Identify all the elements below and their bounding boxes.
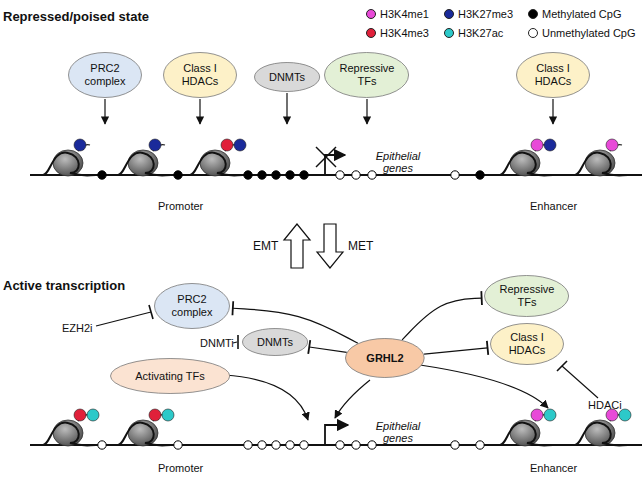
legend-text: H3K27ac (458, 27, 503, 39)
nucleosome (117, 139, 171, 176)
factor-oval: Class I HDACs (163, 52, 237, 98)
nucleosome (499, 139, 556, 176)
dna-strand (30, 409, 642, 449)
factor-oval: PRC2 complex (68, 52, 142, 98)
nucleosome (574, 139, 628, 176)
legend-swatch (528, 28, 538, 38)
nucleosome (189, 139, 246, 176)
text-label: EZH2i (62, 322, 93, 334)
inhibition-bar (480, 291, 482, 305)
node-text: Class I HDACs (175, 62, 225, 87)
legend-swatch (366, 9, 376, 19)
nucleosome (574, 409, 631, 446)
factor-oval: Activating TFs (110, 358, 230, 394)
legend-text: H3K4me3 (380, 27, 429, 39)
text-label: Promoter (158, 200, 203, 212)
factor-oval: Class I HDACs (516, 52, 590, 98)
legend-item: H3K27me3 (444, 8, 513, 20)
nucleosome (42, 409, 99, 446)
factor-oval: DNMTs (254, 62, 320, 92)
node-text: Repressive TFs (497, 283, 557, 308)
text-label: Enhancer (530, 200, 577, 212)
legend-text: H3K4me1 (380, 8, 429, 20)
legend-item: Unmethylated CpG (528, 27, 636, 39)
factor-oval: DNMTs (242, 328, 308, 356)
connector-line (309, 347, 346, 352)
inhibition-bar (308, 340, 310, 354)
legend-swatch (528, 9, 538, 19)
node-text: GRHL2 (357, 352, 413, 365)
text-label: EMT (253, 239, 278, 253)
text-label: DNMTi (200, 337, 234, 349)
node-text: Repressive TFs (337, 62, 397, 87)
text-label: Enhancer (530, 462, 577, 474)
emt-met-arrows (284, 224, 343, 268)
arrows (96, 93, 598, 445)
legend-swatch (444, 9, 454, 19)
section-heading: Active transcription (3, 278, 125, 293)
node-text: Class I HDACs (502, 331, 552, 356)
inhibition-connector (424, 341, 488, 355)
node-text: Activating TFs (127, 370, 213, 383)
section-heading: Repressed/poised state (3, 9, 149, 24)
factor-oval: Class I HDACs (490, 323, 564, 365)
dna-strand (30, 139, 642, 179)
text-label: Epithelial genes (372, 420, 424, 444)
text-label: Promoter (158, 462, 203, 474)
legend-swatch (444, 28, 454, 38)
legend-text: Unmethylated CpG (542, 27, 636, 39)
legend-item: H3K4me3 (366, 27, 429, 39)
connector-line (402, 298, 482, 340)
inhibition-connector (308, 340, 347, 354)
legend-text: Methylated CpG (542, 8, 621, 20)
node-text: PRC2 complex (167, 293, 217, 318)
node-text: DNMTs (264, 71, 310, 84)
factor-oval-main: GRHL2 (345, 338, 425, 378)
legend-item: H3K4me1 (366, 8, 429, 20)
legend-item: Methylated CpG (528, 8, 621, 20)
inhibition-connector (402, 291, 482, 340)
nucleosome (42, 139, 96, 176)
factor-oval: PRC2 complex (154, 283, 230, 329)
connector-line (424, 348, 487, 354)
node-text: PRC2 complex (80, 62, 130, 87)
legend-item: H3K27ac (444, 27, 503, 39)
text-label: MET (348, 239, 373, 253)
factor-oval: Repressive TFs (324, 52, 409, 98)
nucleosome (499, 409, 556, 446)
factor-oval: Repressive TFs (484, 275, 569, 317)
node-text: Class I HDACs (528, 62, 578, 87)
inhibition-bar (487, 341, 488, 355)
nucleosome (117, 409, 174, 446)
text-label: Epithelial genes (372, 150, 424, 174)
inhibition-bar (232, 301, 235, 315)
legend-swatch (366, 28, 376, 38)
text-label: HDACi (588, 399, 622, 411)
node-text: DNMTs (252, 336, 298, 349)
legend-text: H3K27me3 (458, 8, 513, 20)
